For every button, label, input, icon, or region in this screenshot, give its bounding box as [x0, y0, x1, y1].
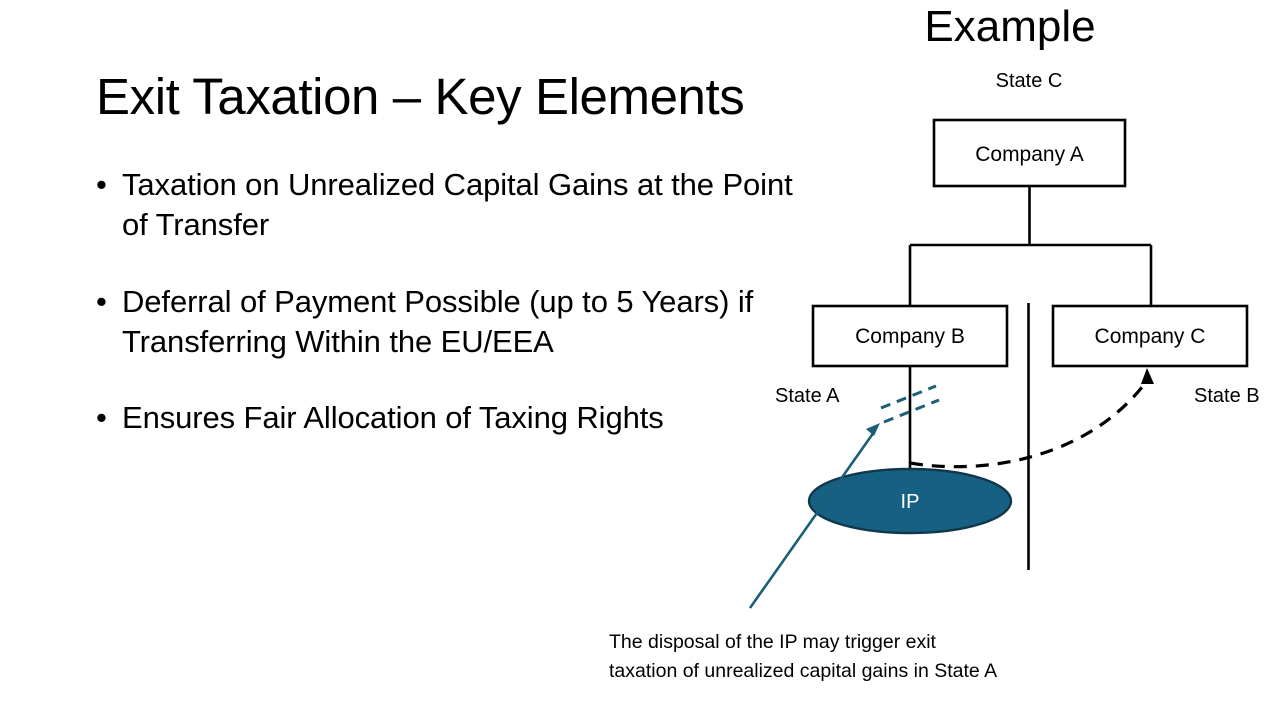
page-title: Exit Taxation – Key Elements [96, 68, 745, 125]
node-company-c-label: Company C [1095, 325, 1206, 348]
caption-callout-arrow [748, 423, 880, 609]
diagram-caption-line-1: The disposal of the IP may trigger exit [609, 631, 936, 653]
list-item: • Deferral of Payment Possible (up to 5 … [96, 282, 796, 363]
ip-transfer-arrow [909, 368, 1154, 469]
bullet-list: • Taxation on Unrealized Capital Gains a… [96, 165, 796, 438]
slide-text-column: Exit Taxation – Key Elements • Taxation … [96, 68, 796, 439]
node-company-a: Company A [932, 118, 1127, 188]
diagram-column: Example State C Company A Company B [609, 0, 1280, 720]
node-company-b-label: Company B [855, 325, 965, 348]
list-item: • Ensures Fair Allocation of Taxing Righ… [96, 398, 796, 438]
node-ip: IP [807, 467, 1013, 535]
node-company-a-label: Company A [975, 143, 1084, 166]
diagram-caption: The disposal of the IP may trigger exit … [609, 628, 1129, 686]
bullet-marker-icon: • [96, 400, 107, 436]
bullet-text: Ensures Fair Allocation of Taxing Rights [122, 400, 664, 436]
bullet-marker-icon: • [96, 167, 107, 203]
state-a-label: State A [775, 385, 840, 407]
state-b-label: State B [1194, 385, 1260, 407]
severed-link-cut-marks [880, 384, 940, 424]
diagram-caption-line-2: taxation of unrealized capital gains in … [609, 659, 998, 682]
node-company-b: Company B [811, 304, 1009, 368]
diagram-heading: Example [924, 2, 1096, 51]
list-item: • Taxation on Unrealized Capital Gains a… [96, 165, 796, 246]
node-company-c: Company C [1051, 304, 1249, 368]
state-c-label: State C [996, 70, 1063, 92]
node-ip-label: IP [901, 491, 920, 513]
tree-connectors [908, 186, 1153, 306]
bullet-text: Deferral of Payment Possible (up to 5 Ye… [122, 283, 754, 359]
bullet-marker-icon: • [96, 283, 107, 319]
bullet-text: Taxation on Unrealized Capital Gains at … [122, 167, 793, 243]
